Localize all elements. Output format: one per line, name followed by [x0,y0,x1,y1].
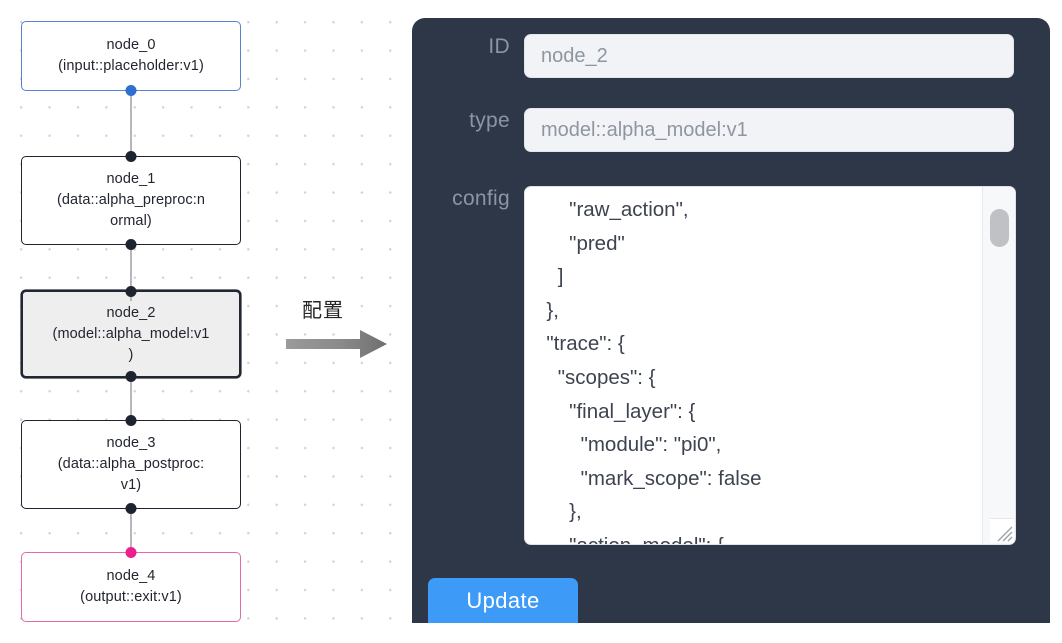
config-scrollbar[interactable] [982,187,1015,544]
edge-node1-node2 [130,243,132,301]
node-handle-top[interactable] [125,415,137,426]
graph-node-label: node_0 (input::placeholder:v1) [58,37,204,74]
node-handle-bottom[interactable] [125,503,137,514]
config-textarea-content[interactable]: "raw_action", "pred" ] }, "trace": { "sc… [546,198,762,544]
graph-node-label: node_3 (data::alpha_postproc: v1) [57,435,205,493]
config-resize-handle[interactable] [990,518,1014,543]
edge-node0-node1 [130,89,132,161]
node-handle-bottom[interactable] [125,239,137,250]
graph-node-label: node_1 (data::alpha_preproc:n ormal) [56,171,206,229]
id-field-label: ID [488,35,510,58]
field-row-config: config "raw_action", "pred" ] }, "trace"… [428,186,1016,545]
field-row-id: ID node_2 [428,34,1014,78]
graph-node-node_4[interactable]: node_4 (output::exit:v1) [21,547,241,622]
graph-node-node_3[interactable]: node_3 (data::alpha_postproc: v1) [21,415,241,514]
type-field-label: type [469,109,510,132]
edge-node3-node4 [130,508,132,552]
canvas-edge-mask-bottom [0,624,1062,643]
right-arrow-icon [286,330,387,358]
canvas-edge-mask-right [1050,0,1062,643]
graph-node-label: node_2 (model::alpha_model:v1 ) [52,304,210,363]
edge-node2-node3 [130,373,132,422]
update-button[interactable]: Update [428,578,578,623]
node-config-panel: ID node_2 type model::alpha_model:v1 con… [412,18,1050,623]
config-textarea[interactable]: "raw_action", "pred" ] }, "trace": { "sc… [524,186,1016,545]
config-arrow-annotation: 配置 [286,297,398,359]
graph-node-node_0[interactable]: node_0 (input::placeholder:v1) [21,21,241,96]
type-input[interactable]: model::alpha_model:v1 [524,108,1014,152]
graph-node-node_1[interactable]: node_1 (data::alpha_preproc:n ormal) [21,151,241,250]
field-row-type: type model::alpha_model:v1 [428,108,1014,152]
config-scrollbar-thumb[interactable] [990,209,1009,247]
node-handle-bottom[interactable] [125,85,137,96]
config-field-label: config [452,187,510,210]
id-input[interactable]: node_2 [524,34,1014,78]
node-handle-top[interactable] [125,547,137,558]
node-handle-top[interactable] [125,286,137,297]
graph-node-label: node_4 (output::exit:v1) [80,568,182,605]
graph-node-node_2[interactable]: node_2 (model::alpha_model:v1 ) [21,286,241,382]
arrow-label: 配置 [302,298,344,322]
node-handle-top[interactable] [125,151,137,162]
node-handle-bottom[interactable] [125,371,137,382]
